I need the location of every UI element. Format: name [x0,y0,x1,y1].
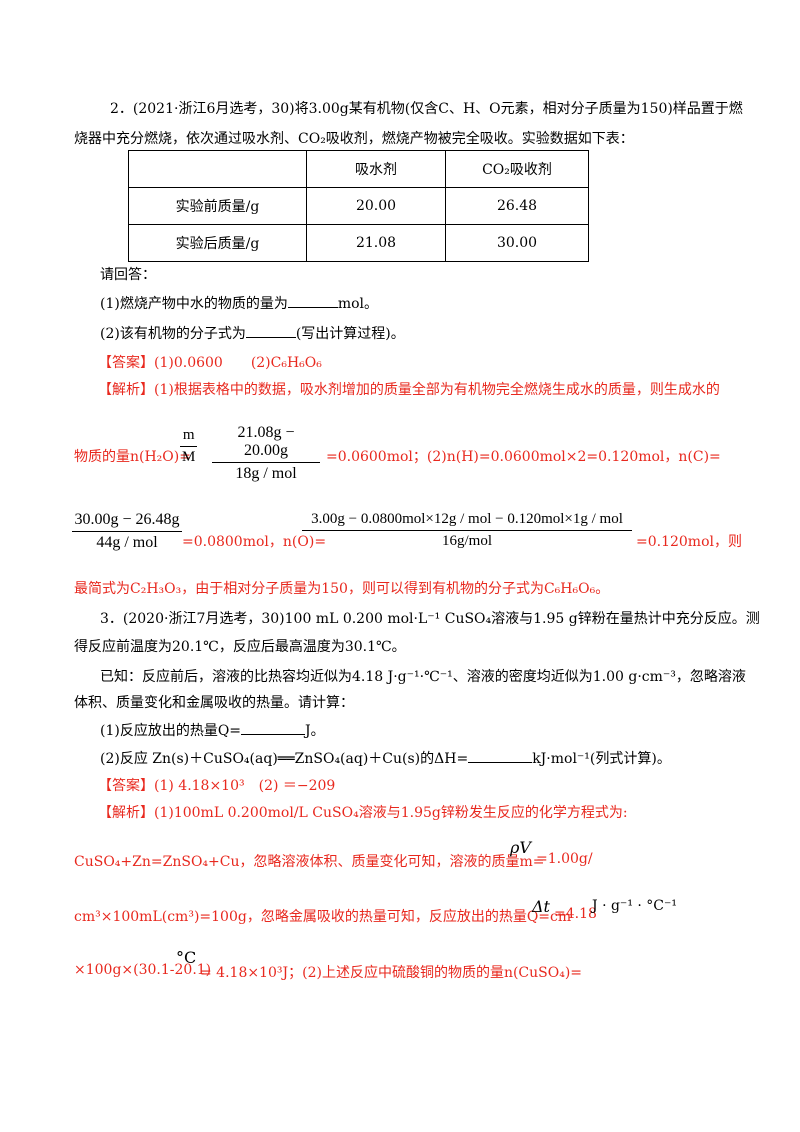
fraction-bar [72,531,182,532]
q3-subquestion-1: (1)反应放出的热量Q= J。 [100,720,325,740]
q2-subquestion-2: (2)该有机物的分子式为 (写出计算过程)。 [100,323,405,343]
degree-c-symbol: °C [176,948,197,967]
q2-answer: 【答案】(1)0.0600 (2)C₆H₆O₆ [98,352,322,372]
fraction-denominator: 16g/mol [441,533,492,549]
table-cell: 26.48 [445,187,589,225]
table-cell: 30.00 [445,224,589,262]
q3-sub2-tail: kJ·mol⁻¹(列式计算)。 [532,751,671,767]
fraction-carbon: 30.00g − 26.48g 44g / mol [72,511,182,552]
rho-v-symbol: ρV [510,838,531,857]
table-header-cell: 吸水剂 [306,150,446,188]
table-header-row: 吸水剂 CO₂吸收剂 [128,150,589,188]
table-row: 实验前质量/g 20.00 26.48 [128,187,589,225]
fraction-oxygen: 3.00g − 0.0800mol×12g / mol − 0.120mol×1… [302,511,632,550]
data-table: 吸水剂 CO₂吸收剂 实验前质量/g 20.00 26.48 实验后质量/g 2… [128,150,589,262]
q2-analysis-line3b: =0.120mol，则 [636,534,742,550]
q3-stem-line2: 得反应前温度为20.1℃，反应后最高温度为30.1℃。 [74,639,406,655]
answer-text: (1) 4.18×10³ (2) ＝−209 [154,778,336,794]
analysis-text: (1)100mL 0.200mol/L CuSO₄溶液与1.95g锌粉发生反应的… [154,805,628,821]
q2-analysis-line2a: 物质的量n(H₂O)= [74,449,191,465]
analysis-tag: 【解析】 [98,382,154,398]
answer-blank [245,337,296,338]
q3-analysis-line3a: cm³×100mL(cm³)=100g，忽略金属吸收的热量可知，反应放出的热量Q… [74,909,572,925]
answer-blank [241,734,306,735]
table-header-cell: CO₂吸收剂 [445,150,589,188]
fraction-m-over-M: m M [180,427,198,466]
table-row: 实验后质量/g 21.08 30.00 [128,224,589,262]
fraction-numerator: m [182,427,195,443]
answer-tag: 【答案】 [98,778,154,794]
fraction-numerator: 3.00g − 0.0800mol×12g / mol − 0.120mol×1… [311,511,623,527]
q2-subquestion-1: (1)燃烧产物中水的物质的量为 mol。 [100,293,378,313]
q3-sub2-text: (2)反应 Zn(s)＋CuSO₄(aq)══ZnSO₄(aq)＋Cu(s)的Δ… [100,751,469,767]
table-cell: 实验前质量/g [128,187,307,225]
delta-t-symbol: Δt [532,897,550,916]
table-header-cell [128,150,307,188]
q2-analysis-line3a: =0.0800mol，n(O)= [182,534,327,550]
analysis-text: (1)根据表格中的数据，吸水剂增加的质量全部为有机物完全燃烧生成水的质量，则生成… [154,382,720,398]
q3-analysis-line3b: =4.18 [554,906,597,922]
q3-analysis-line1: 【解析】(1)100mL 0.200mol/L CuSO₄溶液与1.95g锌粉发… [98,802,628,822]
answer-blank [468,762,533,763]
fraction-denominator: 18g / mol [235,465,297,482]
fraction-denominator: 44g / mol [96,534,158,551]
fraction-numerator: 30.00g − 26.48g [74,511,180,528]
q3-sub1-unit: J。 [305,723,325,739]
q2-stem-line2: 烧器中充分燃烧，依次通过吸水剂、CO₂吸收剂，燃烧产物被完全吸收。实验数据如下表… [74,131,634,147]
fraction-bar [302,530,632,531]
answer-tag: 【答案】 [98,355,154,371]
q2-sub2-tail: (写出计算过程)。 [295,326,405,342]
q2-analysis-line1: 【解析】(1)根据表格中的数据，吸水剂增加的质量全部为有机物完全燃烧生成水的质量… [98,379,720,399]
q3-analysis-line4b: = 4.18×10³J；(2)上述反应中硫酸铜的物质的量n(CuSO₄)= [200,965,583,981]
table-cell: 21.08 [306,224,446,262]
analysis-tag: 【解析】 [98,805,154,821]
q3-analysis-line4a: ×100g×(30.1-20.1) [74,962,212,978]
fraction-bar [180,446,198,447]
answer-blank [287,307,338,308]
q3-analysis-line2a: CuSO₄+Zn=ZnSO₄+Cu，忽略溶液体积、质量变化可知，溶液的质量m= [74,854,545,870]
q2-analysis-line2b: =0.0600mol；(2)n(H)=0.0600mol×2=0.120mol，… [326,449,721,465]
q2-sub1-unit: mol。 [337,296,379,312]
fraction-water: 21.08g − 20.00g 18g / mol [212,424,320,483]
fraction-bar [212,462,320,463]
q3-analysis-line2b: =1.00g/ [536,851,593,867]
q2-sub1-text: (1)燃烧产物中水的物质的量为 [100,296,288,312]
q2-stem-line1: 2．(2021·浙江6月选考，30)将3.00g某有机物(仅含C、H、O元素，相… [110,101,743,117]
q2-analysis-line4: 最简式为C₂H₃O₃，由于相对分子质量为150，则可以得到有机物的分子式为C₆H… [74,581,610,597]
q3-stem-line3: 已知：反应前后，溶液的比热容均近似为4.18 J·g⁻¹·℃⁻¹、溶液的密度均近… [100,669,746,685]
unit-j-per-g-c: J · g⁻¹ · °C⁻¹ [592,898,677,914]
q3-stem-line4: 体积、质量变化和金属吸收的热量。请计算： [74,695,354,711]
q2-sub2-text: (2)该有机物的分子式为 [100,326,246,342]
fraction-denominator: M [182,449,196,465]
q2-prompt: 请回答： [100,267,156,283]
table-cell: 20.00 [306,187,446,225]
q3-stem-line1: 3．(2020·浙江7月选考，30)100 mL 0.200 mol·L⁻¹ C… [100,611,760,627]
fraction-numerator: 21.08g − 20.00g [237,424,295,459]
answer-text: (1)0.0600 (2)C₆H₆O₆ [154,355,322,371]
q3-sub1-text: (1)反应放出的热量Q= [100,723,242,739]
q3-answer: 【答案】(1) 4.18×10³ (2) ＝−209 [98,775,335,795]
q3-subquestion-2: (2)反应 Zn(s)＋CuSO₄(aq)══ZnSO₄(aq)＋Cu(s)的Δ… [100,748,671,768]
table-cell: 实验后质量/g [128,224,307,262]
